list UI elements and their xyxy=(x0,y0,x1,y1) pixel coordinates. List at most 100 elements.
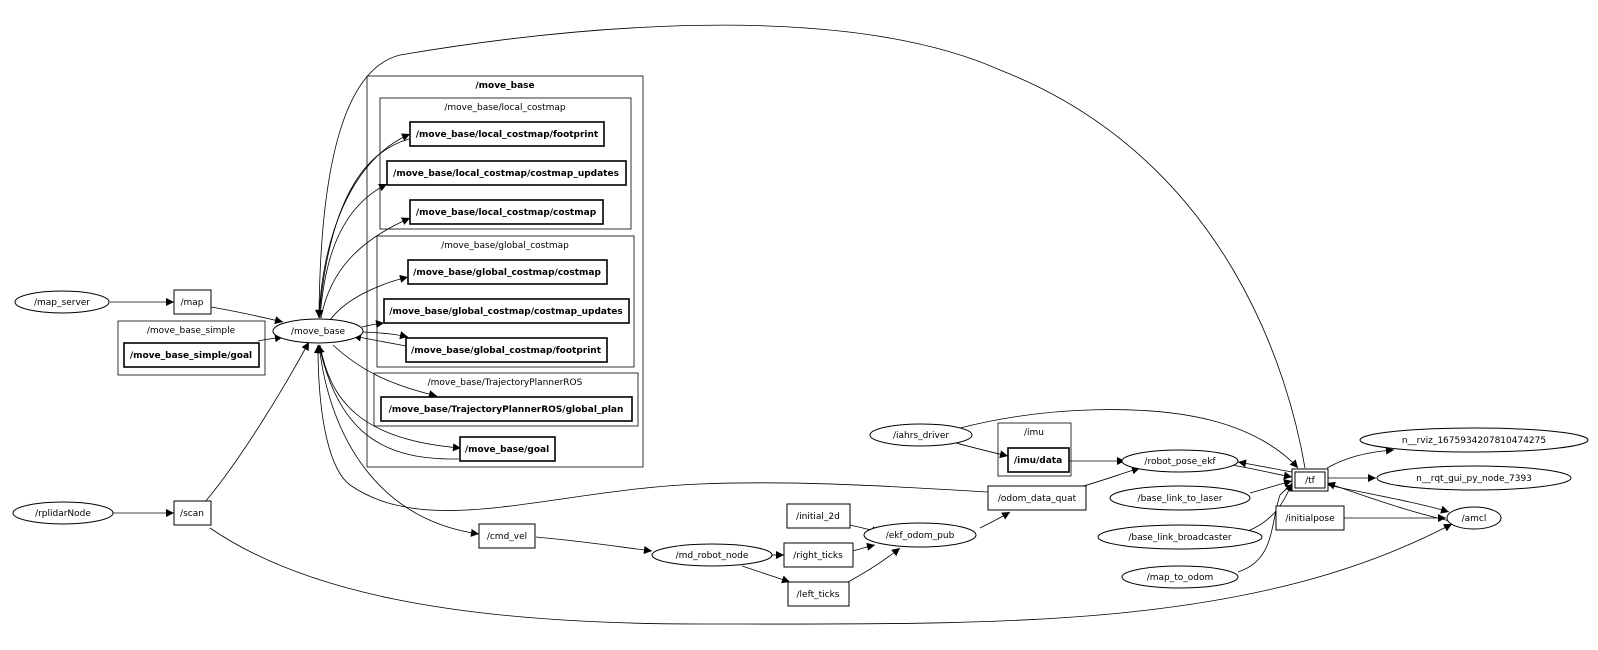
node-amcl[interactable]: /amcl xyxy=(1446,506,1502,530)
topic-imu-data[interactable]: /imu/data xyxy=(1007,447,1070,473)
topic-local-footprint[interactable]: /move_base/local_costmap/footprint xyxy=(409,121,605,147)
node-label: /robot_pose_ekf xyxy=(1144,457,1216,467)
edge-move-base-to-global-costmap xyxy=(329,274,409,321)
cluster-imu: /imu xyxy=(997,422,1072,477)
topic-map[interactable]: /map xyxy=(173,289,212,315)
topic-label: /right_ticks xyxy=(793,551,843,561)
edge-map-to-move-base xyxy=(210,306,284,325)
topic-label: /move_base/local_costmap/costmap xyxy=(416,208,597,218)
edge-goal-to-move-base xyxy=(316,344,460,460)
edge-move-base-to-local-footprint xyxy=(318,133,411,319)
node-label: /base_link_broadcaster xyxy=(1128,533,1232,543)
edge-cmd-vel-to-md-robot xyxy=(535,536,653,554)
edge-move-base-to-local-costmap xyxy=(320,217,411,319)
topic-label: /move_base/global_costmap/costmap_update… xyxy=(389,307,622,317)
node-rplidar[interactable]: /rplidarNode xyxy=(12,501,114,525)
topic-scan[interactable]: /scan xyxy=(173,500,212,526)
topic-global-plan[interactable]: /move_base/TrajectoryPlannerROS/global_p… xyxy=(380,396,633,422)
node-map-to-odom[interactable]: /map_to_odom xyxy=(1121,565,1239,589)
topic-move-base-simple-goal[interactable]: /move_base_simple/goal xyxy=(123,342,260,368)
node-label: /map_server xyxy=(34,298,90,308)
edge-iahrs-to-tf xyxy=(959,409,1299,469)
edge-move-base-to-goal xyxy=(319,344,462,452)
topic-label: /move_base/goal xyxy=(465,445,549,455)
edge-odom-quat-to-move-base xyxy=(314,344,989,511)
edge-odom-quat-to-robot-pose xyxy=(1079,466,1141,488)
node-base-link-broadcaster[interactable]: /base_link_broadcaster xyxy=(1097,524,1263,550)
edge-right-ticks-to-ekf xyxy=(852,542,876,552)
edge-ekf-to-odom-quat xyxy=(979,511,1011,529)
node-robot-pose-ekf[interactable]: /robot_pose_ekf xyxy=(1121,449,1239,473)
topic-right-ticks[interactable]: /right_ticks xyxy=(783,542,854,568)
topic-local-costmap-updates[interactable]: /move_base/local_costmap/costmap_updates xyxy=(386,160,627,186)
edge-map-to-odom-to-tf xyxy=(1237,483,1295,573)
nodes: /map_server /map /move_base_simple/goal … xyxy=(12,121,1589,607)
topic-global-costmap[interactable]: /move_base/global_costmap/costmap xyxy=(407,259,608,285)
topic-label: /move_base_simple/goal xyxy=(130,351,252,361)
topic-label: /tf xyxy=(1305,476,1316,486)
cluster-global-costmap: /move_base/global_costmap xyxy=(376,235,635,368)
topic-label: /scan xyxy=(180,509,204,519)
node-rqt-gui[interactable]: n__rqt_gui_py_node_7393 xyxy=(1376,465,1572,491)
node-label: /rplidarNode xyxy=(35,509,91,519)
topic-label: /map xyxy=(180,298,203,308)
node-md-robot[interactable]: /md_robot_node xyxy=(651,543,773,567)
topic-label: /move_base/local_costmap/costmap_updates xyxy=(393,169,619,179)
topic-global-costmap-updates[interactable]: /move_base/global_costmap/costmap_update… xyxy=(383,298,630,324)
edge-md-robot-to-left-ticks xyxy=(741,565,791,584)
node-label: /base_link_to_laser xyxy=(1138,494,1223,504)
edge-move-base-to-local-updates xyxy=(319,183,388,319)
node-label: /md_robot_node xyxy=(676,551,749,561)
topic-label: /cmd_vel xyxy=(487,532,527,542)
cluster-move-base-simple: /move_base_simple xyxy=(117,320,266,376)
edge-tf-to-rviz xyxy=(1326,446,1395,469)
topic-label: /move_base/global_costmap/costmap xyxy=(413,268,601,278)
node-label: n__rqt_gui_py_node_7393 xyxy=(1416,474,1532,484)
node-label: /move_base xyxy=(291,327,346,337)
cluster-move-base: /move_base xyxy=(366,75,644,468)
cluster-label: /imu xyxy=(1024,428,1044,438)
topic-global-footprint[interactable]: /move_base/global_costmap/footprint xyxy=(405,337,608,363)
topic-local-costmap[interactable]: /move_base/local_costmap/costmap xyxy=(409,199,604,225)
cluster-local-costmap: /move_base/local_costmap xyxy=(379,97,632,230)
topic-left-ticks[interactable]: /left_ticks xyxy=(787,581,850,607)
edge-tf-to-move-base xyxy=(315,24,1306,469)
node-map-server[interactable]: /map_server xyxy=(14,290,110,314)
topic-label: /initial_2d xyxy=(796,512,840,522)
cluster-trajectory-planner: /move_base/TrajectoryPlannerROS xyxy=(373,372,639,427)
topic-cmd-vel[interactable]: /cmd_vel xyxy=(478,523,536,549)
cluster-label: /move_base/TrajectoryPlannerROS xyxy=(428,378,583,388)
edge-move-base-to-cmd-vel xyxy=(318,344,480,537)
node-iahrs-driver[interactable]: /iahrs_driver xyxy=(869,423,973,447)
edge-move-base-to-global-plan xyxy=(332,344,438,399)
node-label: /amcl xyxy=(1462,514,1487,524)
edge-scan-to-amcl xyxy=(209,523,1453,625)
edge-local-footprint-to-move-base xyxy=(315,138,410,319)
node-label: /map_to_odom xyxy=(1147,573,1214,583)
topic-move-base-goal[interactable]: /move_base/goal xyxy=(459,436,556,462)
cluster-label: /move_base xyxy=(475,81,534,91)
edge-global-footprint-to-move-base xyxy=(352,333,407,347)
node-base-link-to-laser[interactable]: /base_link_to_laser xyxy=(1109,485,1251,511)
edge-tf-to-robot-pose xyxy=(1237,459,1293,473)
edge-left-ticks-to-ekf xyxy=(847,547,901,583)
topic-label: /move_base/local_costmap/footprint xyxy=(416,130,599,140)
node-rviz[interactable]: n__rviz_1675934207810474275 xyxy=(1359,427,1589,453)
topic-label: /imu/data xyxy=(1014,456,1062,466)
topic-odom-data-quat[interactable]: /odom_data_quat xyxy=(987,485,1087,511)
node-label: /iahrs_driver xyxy=(893,431,949,441)
topic-label: /odom_data_quat xyxy=(998,494,1077,504)
topic-initialpose[interactable]: /initialpose xyxy=(1275,505,1345,531)
topic-initial-2d[interactable]: /initial_2d xyxy=(786,503,851,529)
topic-tf[interactable]: /tf xyxy=(1291,468,1329,492)
node-ekf-odom-pub[interactable]: /ekf_odom_pub xyxy=(863,522,977,548)
cluster-label: /move_base/local_costmap xyxy=(444,103,566,113)
topic-label: /initialpose xyxy=(1285,514,1335,524)
edge-move-base-to-global-updates xyxy=(361,320,385,328)
topic-label: /move_base/global_costmap/footprint xyxy=(411,346,602,356)
node-move-base[interactable]: /move_base xyxy=(272,318,364,344)
edges xyxy=(110,24,1453,625)
node-label: n__rviz_1675934207810474275 xyxy=(1402,436,1546,446)
edge-move-base-to-global-footprint xyxy=(362,331,409,340)
